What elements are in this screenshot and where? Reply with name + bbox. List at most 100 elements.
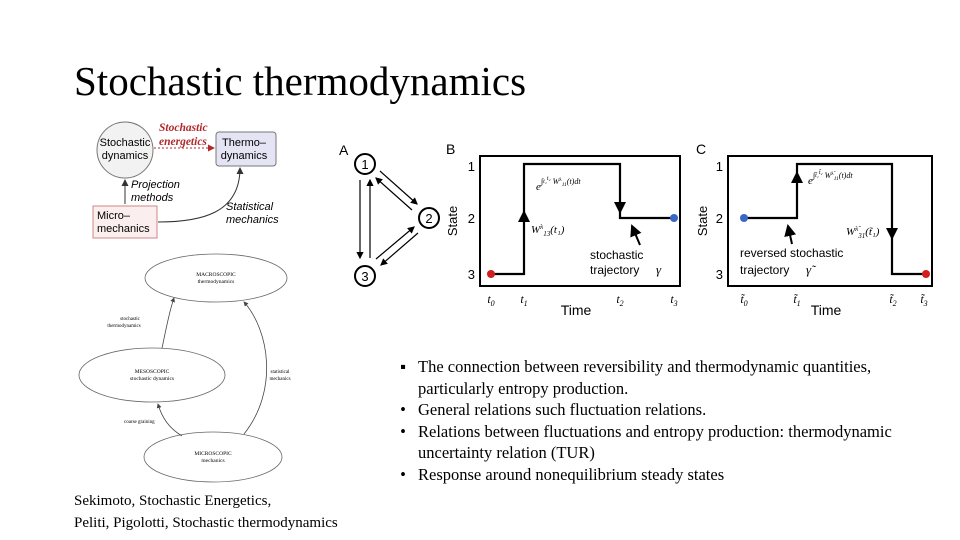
forward-end-point [670,214,678,222]
reverse-end-point [922,270,930,278]
reverse-path-symbol: γ̃ [806,262,817,277]
forward-annotation-1: stochastic [590,248,643,262]
macroscopic-label-2: thermodynamics [198,279,235,285]
reverse-integral-label: e∫t̃₁t̃₂ Wλ̃11(t)dt [808,170,853,187]
forward-annotation-2: trajectory [590,263,639,277]
reverse-annotation-2: trajectory [740,263,789,277]
state-1-node [354,153,376,175]
panel-c-y-tick-3: 3 [716,267,723,282]
bullet-marker: ▪ [400,357,406,376]
bullet-marker: • [400,421,406,441]
projection-methods-label-1: Projection [131,179,180,191]
statistical-mechanics-small-label-2: mechanics [269,377,290,382]
panel-b-y-tick-3: 3 [468,267,475,282]
stochastic-energetics-label-1: Stochastic [159,122,208,134]
transition-2-to-1 [375,177,413,211]
reverse-path [744,162,926,276]
mesoscopic-node [78,347,226,403]
thermodynamics-label-1: Thermo– [222,137,267,149]
panel-c-label: C [696,141,706,157]
panel-c-x-tick-t0: t̃0 [740,292,747,308]
mesoscopic-label-1: MESOSCOPIC [135,369,170,375]
micro-mechanics-label-1: Micro– [97,210,131,222]
transition-1-to-2 [379,170,418,205]
microscopic-label-1: MICROSCOPIC [194,451,232,457]
transition-3-to-2 [375,226,415,260]
bullet-marker: • [400,400,406,419]
coarse-graining-label: coarse graining [124,420,155,425]
state-2-node [418,207,440,229]
bullet-list: ▪ The connection between reversibility an… [396,356,936,485]
reverse-annotation-1: reversed stochastic [740,246,843,260]
statistical-mechanics-small-label-1: statistical [271,370,290,375]
bullet-marker: • [400,464,406,484]
reference-line-2: Peliti, Pigolotti, Stochastic thermodyna… [74,514,338,531]
transition-2-to-3 [380,232,419,266]
reverse-rate-label: Wλ̃31(t̃₁) [846,225,880,240]
micro-mechanics-label-2: mechanics [97,223,150,235]
energetics-diagram: Stochastic dynamics Thermo– dynamics Sto… [92,121,279,239]
thermodynamics-label-2: dynamics [221,150,268,162]
stochastic-thermodynamics-label-2: thermodynamics [107,324,140,329]
statistical-mechanics-label-2: mechanics [226,214,279,226]
panel-a-label: A [339,142,349,158]
panel-c-frame [727,155,933,287]
panel-b-x-tick-t1: t1 [520,292,527,308]
meso-to-macro-arrow [161,297,175,349]
macroscopic-node [144,253,288,303]
panel-c-y-tick-1: 1 [716,159,723,174]
bullet-text: Relations between fluctuations and entro… [418,421,892,463]
stochastic-dynamics-label-1: Stochastic [100,137,151,149]
bullet-item: • Response around nonequilibrium steady s… [396,464,936,486]
panel-b-x-tick-t2: t2 [616,292,623,308]
state-3-label: 3 [361,269,368,284]
panel-c-x-tick-t3: t̃3 [920,292,927,308]
bullet-item: • General relations such fluctuation rela… [396,399,936,421]
projection-methods-label-2: methods [131,192,174,204]
microscopic-node [143,431,283,483]
panel-c-y-tick-2: 2 [716,211,723,226]
micro-to-meso-arrow [156,403,183,437]
scales-diagram: MACROSCOPIC thermodynamics MESOSCOPIC st… [78,253,291,483]
statistical-mechanics-label-1: Statistical [226,201,274,213]
bullet-text: The connection between reversibility and… [418,357,872,398]
statistical-mechanics-arrow [157,167,244,223]
panel-b-x-tick-t0: t0 [487,292,494,308]
bullet-text: Response around nonequilibrium steady st… [418,464,725,484]
forward-annotation-arrow [630,224,642,246]
network-panel: A 1 2 3 [339,142,440,287]
reverse-trajectory-panel: C State 1 2 3 e∫t̃₁t̃₂ Wλ̃11(t)dt Wλ̃31(… [695,141,933,318]
forward-trajectory-panel: B State 1 2 3 e∫t₁t₂ Wλ11(t)dt Wλ13(t₁) … [445,141,681,318]
panel-b-y-tick-1: 1 [468,159,475,174]
stochastic-energetics-label-2: energetics [159,136,207,148]
state-2-label: 2 [425,211,432,226]
panel-b-frame [479,155,681,287]
stochastic-dynamics-label-2: dynamics [102,150,149,162]
panel-b-x-axis-label: Time [561,302,592,318]
panel-c-y-axis-label: State [695,206,710,236]
stochastic-thermodynamics-label-1: stochastic [120,317,140,322]
slide-title: Stochastic thermodynamics [74,58,527,104]
forward-integral-label: e∫t₁t₂ Wλ11(t)dt [536,176,581,193]
forward-start-point [487,270,495,278]
forward-path-symbol: γ [656,262,662,277]
state-3-node [354,265,376,287]
panel-b-x-tick-t3: t3 [670,292,677,308]
microscopic-label-2: mechanics [201,458,224,464]
macroscopic-label-1: MACROSCOPIC [196,272,236,278]
panel-b-label: B [446,141,455,157]
stochastic-dynamics-node [96,121,154,179]
bullet-text: General relations such fluctuation relat… [418,400,707,419]
panel-c-x-tick-t2: t̃2 [889,292,896,308]
micro-mechanics-node [92,205,158,239]
bullet-item: ▪ The connection between reversibility an… [396,356,936,399]
forward-path [491,162,674,276]
thermodynamics-node [215,131,277,167]
reference-line-1: Sekimoto, Stochastic Energetics, [74,493,272,509]
panel-c-x-axis-label: Time [811,302,842,318]
bullet-item: • Relations between fluctuations and entr… [396,421,936,464]
references: Sekimoto, Stochastic Energetics, Peliti,… [74,491,338,534]
mesoscopic-label-2: stochastic dynamics [130,376,174,382]
state-1-label: 1 [361,157,368,172]
micro-to-macro-arrow [243,301,268,435]
